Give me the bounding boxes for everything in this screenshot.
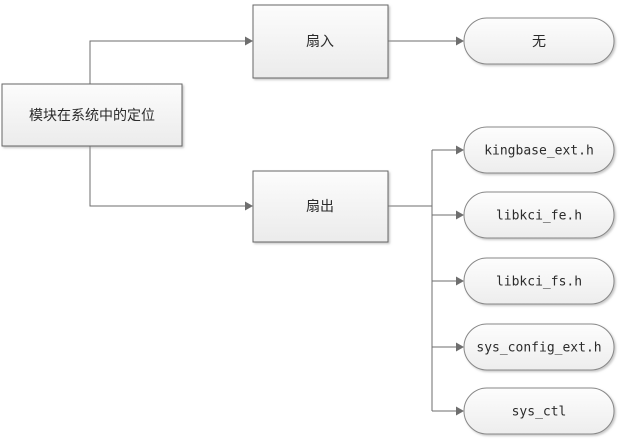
edge-fan-in-to-none bbox=[388, 36, 464, 46]
node-sys-ctl-shape bbox=[463, 387, 615, 435]
node-fan-out-label: 扇出 bbox=[306, 199, 334, 215]
node-kingbase-ext-h[interactable]: kingbase_ext.h bbox=[463, 126, 615, 174]
node-root[interactable]: 模块在系统中的定位 bbox=[1, 83, 183, 147]
node-kingbase-ext-h-shape bbox=[463, 126, 615, 174]
node-fan-in-shape bbox=[252, 4, 389, 79]
node-none[interactable]: 无 bbox=[463, 17, 615, 65]
node-none-label: 无 bbox=[532, 34, 546, 50]
node-fan-in[interactable]: 扇入 bbox=[252, 4, 389, 79]
edge-fan-out-trunk bbox=[388, 150, 433, 411]
node-sys-config-ext-h-shape bbox=[463, 323, 615, 371]
edge-fan-out-to-libkci-fs-h bbox=[432, 276, 464, 286]
node-root-shape bbox=[1, 83, 183, 147]
node-libkci-fe-h[interactable]: libkci_fe.h bbox=[463, 191, 615, 239]
node-sys-ctl-label: sys_ctl bbox=[512, 405, 567, 420]
node-sys-config-ext-h[interactable]: sys_config_ext.h bbox=[463, 323, 615, 371]
node-root-label: 模块在系统中的定位 bbox=[29, 108, 155, 124]
node-libkci-fs-h[interactable]: libkci_fs.h bbox=[463, 257, 615, 305]
node-fan-in-label: 扇入 bbox=[306, 34, 334, 50]
node-none-shape bbox=[463, 17, 615, 65]
edge-fan-out-to-libkci-fe-h bbox=[432, 210, 464, 220]
node-libkci-fe-h-label: libkci_fe.h bbox=[496, 209, 582, 224]
node-libkci-fe-h-shape bbox=[463, 191, 615, 239]
node-fan-out[interactable]: 扇出 bbox=[252, 170, 389, 243]
edge-fan-out-to-kingbase-ext-h bbox=[432, 145, 464, 155]
node-sys-ctl[interactable]: sys_ctl bbox=[463, 387, 615, 435]
node-libkci-fs-h-shape bbox=[463, 257, 615, 305]
node-sys-config-ext-h-label: sys_config_ext.h bbox=[476, 341, 601, 356]
edge-root-to-fan-out bbox=[89, 146, 253, 211]
node-libkci-fs-h-label: libkci_fs.h bbox=[496, 275, 582, 290]
node-fan-out-shape bbox=[252, 170, 389, 243]
edge-root-to-fan-in bbox=[89, 36, 253, 84]
edge-fan-out-to-sys-config-ext-h bbox=[432, 342, 464, 352]
edge-fan-out-to-sys-ctl bbox=[432, 406, 464, 416]
node-kingbase-ext-h-label: kingbase_ext.h bbox=[484, 144, 594, 159]
